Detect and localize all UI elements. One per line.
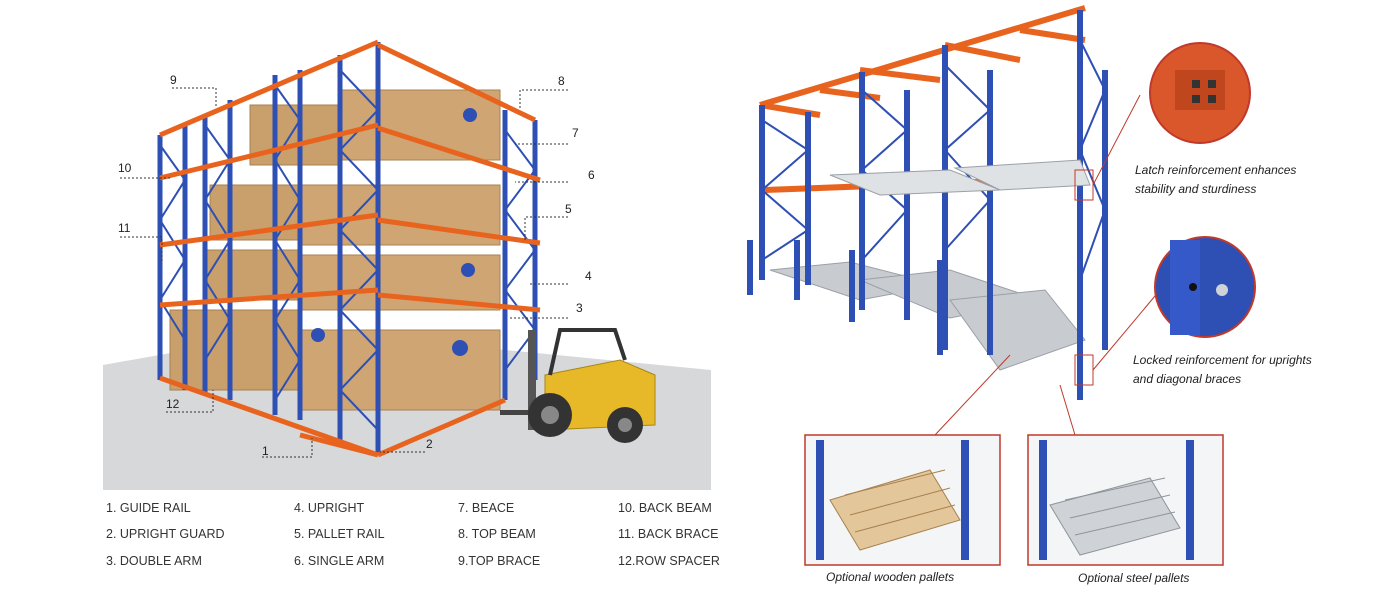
wooden-pallet-caption: Optional wooden pallets: [826, 570, 955, 584]
detail-leaders: [934, 94, 1161, 436]
legend-item-4: 4. UPRIGHT: [294, 501, 365, 515]
callout-9: 9: [170, 73, 177, 87]
legend-item-11: 11. BACK BRACE: [618, 527, 719, 541]
latch-detail-circle: [1149, 42, 1251, 144]
steel-pallet-caption: Optional steel pallets: [1078, 571, 1190, 585]
legend-item-9: 9.TOP BRACE: [458, 554, 541, 568]
right-braces: [760, 39, 1107, 281]
callout-4: 4: [585, 269, 592, 283]
callout-2: 2: [426, 437, 433, 451]
legend-item-1: 1. GUIDE RAIL: [106, 501, 191, 515]
legend-item-5: 5. PALLET RAIL: [294, 527, 385, 541]
locked-detail-circle: [1154, 236, 1256, 338]
legend-item-12: 12.ROW SPACER: [618, 554, 720, 568]
legend-item-6: 6. SINGLE ARM: [294, 554, 385, 568]
callout-12: 12: [166, 397, 180, 411]
steel-pallet-panel: [1027, 434, 1224, 566]
latch-caption-line2: stability and sturdiness: [1135, 182, 1256, 196]
legend-item-10: 10. BACK BEAM: [618, 501, 712, 515]
wooden-pallet-panel: [804, 434, 1001, 566]
callout-leaders: [120, 87, 568, 458]
callout-1: 1: [262, 444, 269, 458]
callout-3: 3: [576, 301, 583, 315]
legend-item-2: 2. UPRIGHT GUARD: [106, 527, 225, 541]
callout-10: 10: [118, 161, 132, 175]
callout-11: 11: [118, 221, 131, 235]
forklift: [500, 328, 656, 443]
latch-caption-line1: Latch reinforcement enhances: [1135, 163, 1296, 177]
legend-item-7: 7. BEACE: [458, 501, 515, 515]
legend-item-8: 8. TOP BEAM: [458, 527, 536, 541]
callout-5: 5: [565, 202, 572, 216]
beams: [159, 39, 541, 458]
locked-caption-line2: and diagonal braces: [1133, 372, 1241, 386]
callout-8: 8: [558, 74, 565, 88]
callout-7: 7: [572, 126, 579, 140]
right-rack-illustration: Latch reinforcement enhances stability a…: [747, 5, 1312, 566]
left-rack-illustration: 1 2 3 4 5 6 7 8 9 10 11 12: [103, 38, 711, 490]
floor-pallets: [769, 261, 1086, 371]
legend-item-3: 3. DOUBLE ARM: [106, 554, 202, 568]
callout-numbers: 1 2 3 4 5 6 7 8 9 10 11 12: [118, 73, 595, 458]
callout-6: 6: [588, 168, 595, 182]
mid-pallets: [829, 159, 1091, 196]
locked-caption-line1: Locked reinforcement for uprights: [1133, 353, 1312, 367]
